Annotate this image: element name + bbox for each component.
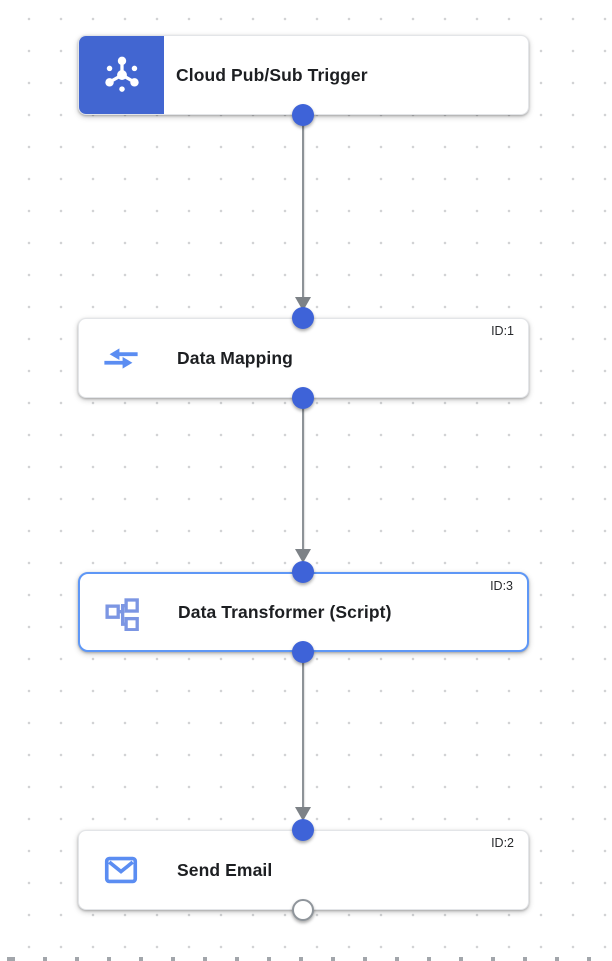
node-title: Data Mapping [177,347,293,368]
output-port-trigger[interactable] [292,104,314,126]
node-id-badge: ID:2 [491,836,514,850]
output-port-data-mapping[interactable] [292,387,314,409]
output-port-send-email-open[interactable] [292,899,314,921]
node-title: Data Transformer (Script) [178,601,392,622]
input-port-data-transformer[interactable] [292,561,314,583]
task-icon-wrap [101,338,141,378]
trigger-icon-block [79,36,164,114]
edge-transformer-to-email-line[interactable] [302,652,304,808]
edge-mapping-to-transformer-line[interactable] [302,398,304,550]
edge-arrowhead-icon [295,807,311,821]
edge-trigger-to-mapping-line[interactable] [302,115,304,298]
edge-arrowhead-icon [295,549,311,563]
node-title: Send Email [177,859,273,880]
grid-edge-dashes [0,957,612,961]
node-cloud-pubsub-trigger[interactable]: Cloud Pub/Sub Trigger [78,35,529,115]
pubsub-icon [104,56,139,92]
send-email-icon [104,856,138,884]
node-data-transformer[interactable]: Data Transformer (Script) ID:3 [78,572,529,652]
input-port-data-mapping[interactable] [292,307,314,329]
node-send-email[interactable]: Send Email ID:2 [78,830,529,910]
node-id-badge: ID:1 [491,324,514,338]
task-icon-wrap [101,850,141,890]
input-port-send-email[interactable] [292,819,314,841]
task-icon-wrap [102,592,142,632]
node-title: Cloud Pub/Sub Trigger [176,64,368,85]
data-mapping-icon [104,348,138,369]
node-data-mapping[interactable]: Data Mapping ID:1 [78,318,529,398]
node-id-badge: ID:3 [490,579,513,593]
data-transformer-icon [105,598,139,631]
output-port-data-transformer[interactable] [292,641,314,663]
